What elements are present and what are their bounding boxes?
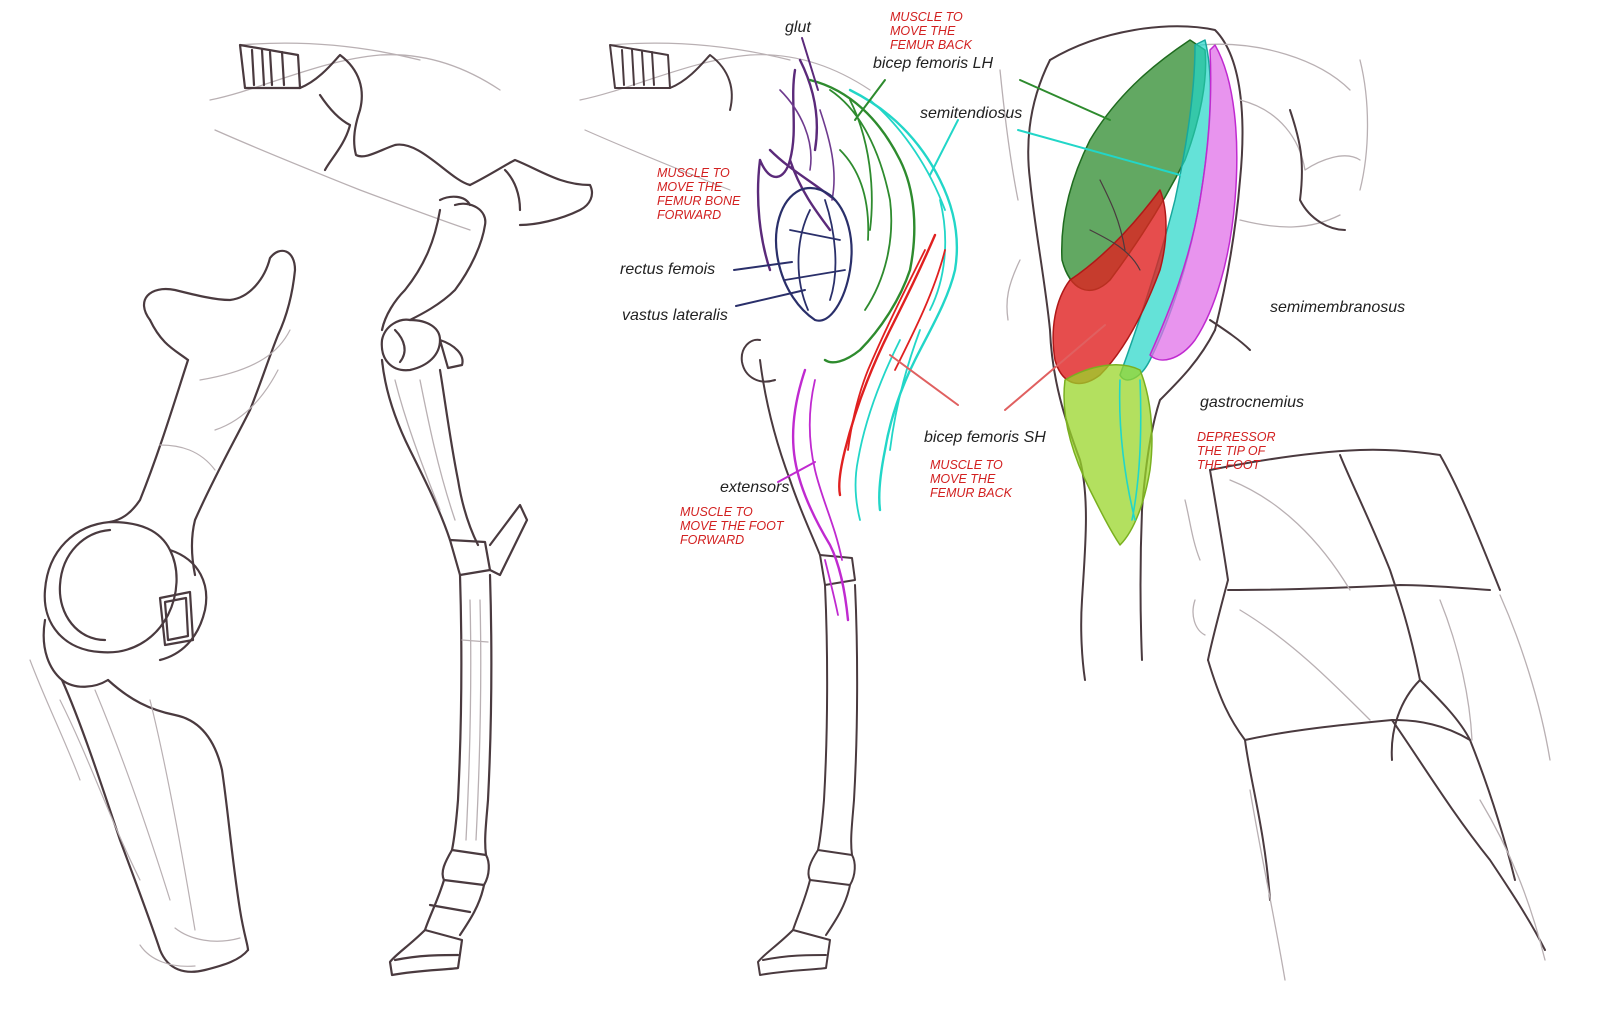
femur-bone-sketch (29, 249, 297, 973)
label-gastrocnemius: gastrocnemius (1200, 394, 1305, 411)
note-femur-forward: MUSCLE TO MOVE THE FEMUR BONE FORWARD (657, 166, 741, 222)
label-semimembranosus: semimembranosus (1270, 299, 1406, 316)
bicep-lh-leader (854, 79, 886, 121)
rear-bicep-sh-leader (1004, 324, 1106, 411)
label-rectus-femois: rectus femois (620, 261, 716, 278)
label-bicep-femoris-lh: bicep femoris LH (873, 55, 994, 72)
vastus-leader (735, 289, 806, 307)
note-depressor: DEPRESSOR THE TIP OF THE FOOT (1197, 430, 1276, 472)
label-semitendiosus: semitendiosus (920, 105, 1023, 122)
note-femur-back-top: MUSCLE TO MOVE THE FEMUR BACK (890, 10, 972, 52)
label-bicep-femoris-sh: bicep femoris SH (924, 429, 1046, 446)
extensors-leader (777, 461, 816, 483)
bicep-sh-leader (889, 354, 959, 406)
label-extensors: extensors (720, 479, 790, 496)
semitendiosus-leader (929, 119, 959, 176)
box-form-leg-sketch (1184, 448, 1551, 981)
label-vastus-lateralis: vastus lateralis (622, 307, 728, 324)
hind-leg-skeleton-sketch (209, 42, 594, 977)
rectus-leader (733, 261, 793, 271)
rear-semitendiosus-leader (1017, 129, 1181, 176)
muscle-leg-side-sketch (579, 37, 959, 976)
note-foot-forward: MUSCLE TO MOVE THE FOOT FORWARD (680, 505, 784, 547)
label-glut: glut (785, 19, 811, 36)
rear-bicep-lh-leader (1019, 79, 1111, 121)
note-femur-back-bottom: MUSCLE TO MOVE THE FEMUR BACK (930, 458, 1012, 500)
gastrocnemius-area (1063, 364, 1153, 546)
glut-leader (801, 37, 819, 91)
semimembranosus-area (1149, 44, 1238, 361)
muscle-leg-rear-sketch (999, 25, 1369, 681)
